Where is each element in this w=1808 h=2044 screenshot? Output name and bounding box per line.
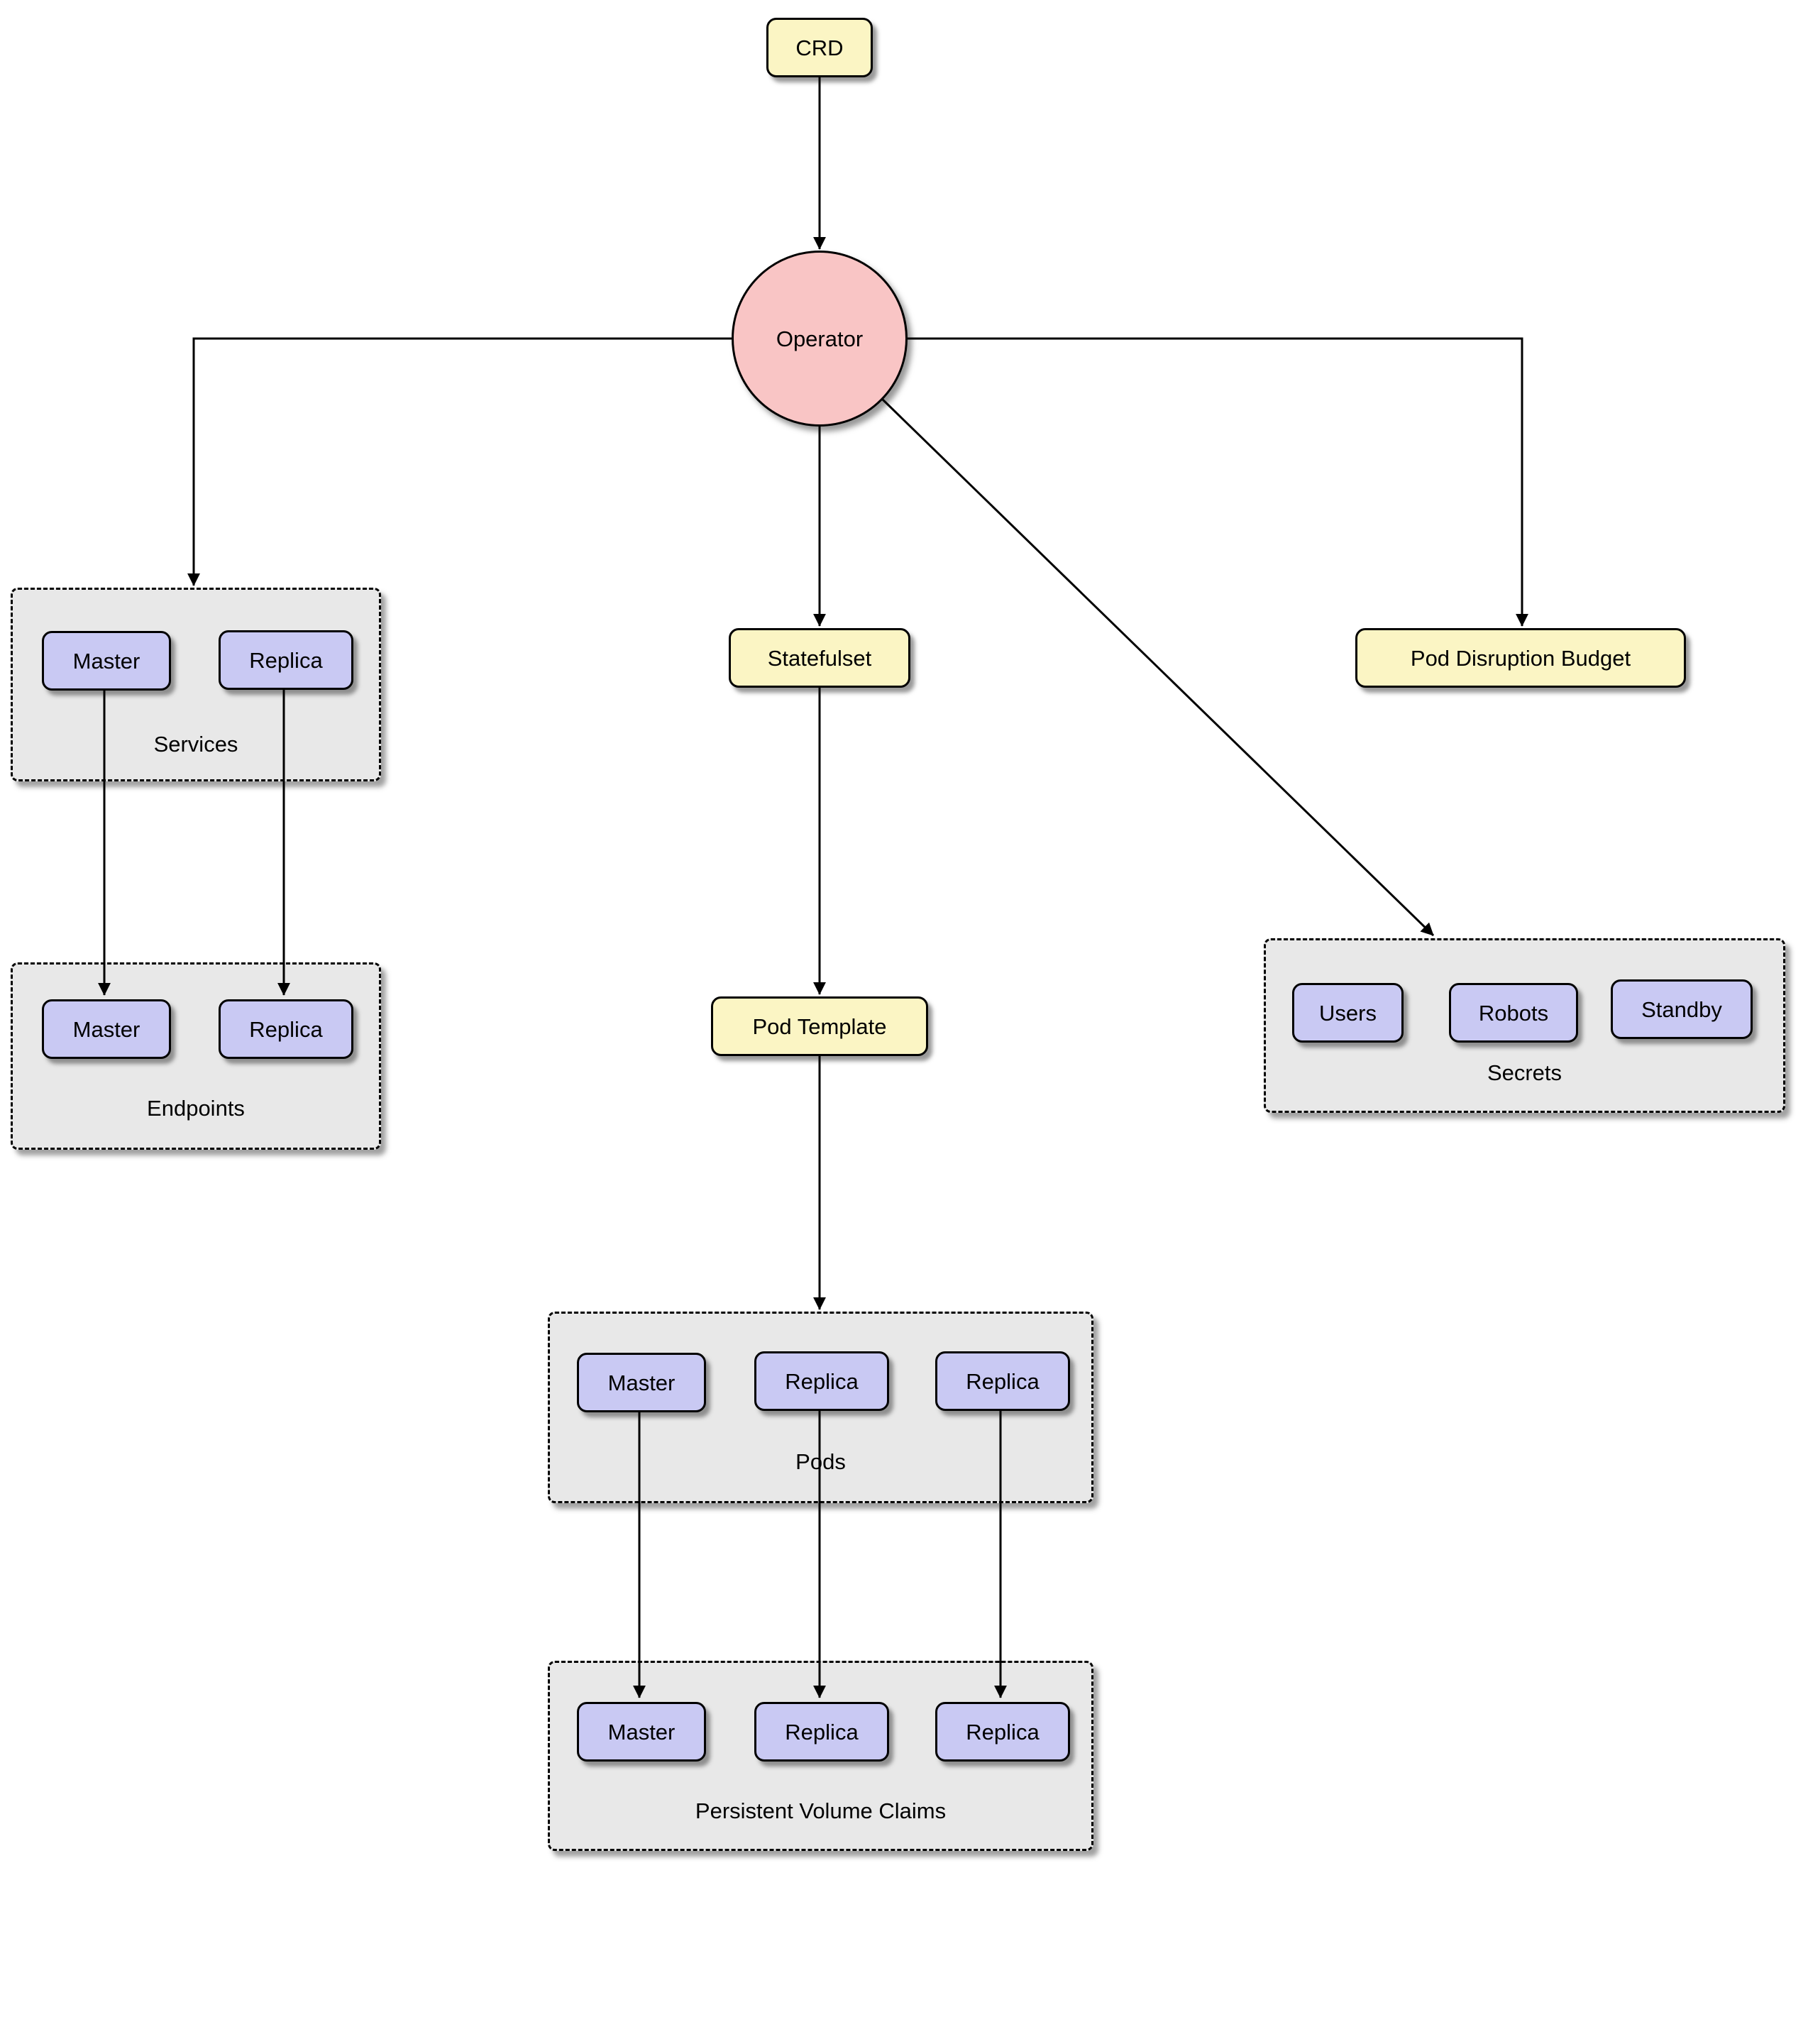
node-operator: Operator [732,251,908,427]
pvc-node-master: Master [577,1702,706,1762]
group-pods: Master Replica Replica Pods [548,1312,1093,1503]
secrets-node-robots: Robots [1449,983,1578,1043]
services-node-replica: Replica [219,630,353,690]
edge-operator-services [187,337,732,586]
edge-operator-pdb [908,337,1528,627]
group-persistent-volume-claims: Master Replica Replica Persistent Volume… [548,1661,1093,1851]
group-pvc-label: Persistent Volume Claims [695,1798,947,1823]
node-crd: CRD [766,18,873,77]
pods-node-master: Master [577,1353,706,1412]
group-services: Master Replica Services [11,588,381,781]
group-endpoints-label: Endpoints [147,1096,245,1121]
group-secrets: Users Robots Standby Secrets [1264,938,1785,1113]
node-pod-disruption-budget: Pod Disruption Budget [1355,628,1686,688]
edge-operator-secrets [881,398,1435,937]
endpoints-node-replica: Replica [219,999,353,1059]
endpoints-node-master: Master [42,999,171,1059]
pvc-node-replica-2: Replica [935,1702,1070,1762]
group-secrets-label: Secrets [1487,1060,1562,1085]
pods-node-replica-2: Replica [935,1351,1070,1411]
pods-node-replica-1: Replica [754,1351,889,1411]
pvc-node-replica-1: Replica [754,1702,889,1762]
group-pods-label: Pods [795,1449,846,1474]
node-pod-template: Pod Template [711,996,928,1056]
secrets-node-users: Users [1292,983,1404,1043]
group-endpoints: Master Replica Endpoints [11,962,381,1150]
group-services-label: Services [153,732,238,757]
services-node-master: Master [42,631,171,691]
node-statefulset: Statefulset [729,628,910,688]
secrets-node-standby: Standby [1611,979,1753,1039]
